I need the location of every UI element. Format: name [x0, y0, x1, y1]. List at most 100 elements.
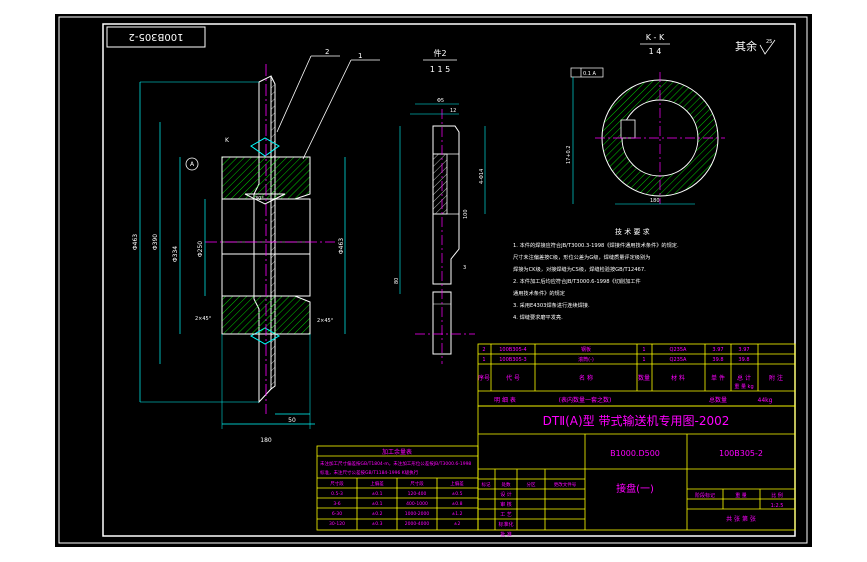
tech-req-title: 技 术 要 求	[615, 227, 650, 236]
sheet-label: 共 张 第 张	[726, 515, 756, 523]
revision-label: 处数	[502, 481, 511, 488]
drawing-number: 100B305-2	[719, 449, 763, 458]
technical-requirements: 技 术 要 求 1. 本件的焊接应符合JB/T3000.3-1998《焊接件通用…	[513, 227, 679, 321]
role-label: 标准化	[498, 521, 513, 528]
tech-req-line: 尺寸未注偏差按C级，形位公差为G级，焊缝质量评定级别为	[513, 253, 650, 261]
dim-hub-diameter: Φ390	[152, 234, 159, 250]
scale-value: 1:2.5	[771, 503, 784, 509]
roughness-value: 25	[766, 39, 772, 45]
tolerance-cell: 1000-2000	[405, 511, 430, 517]
bom-cell: 1	[642, 347, 645, 353]
dim-bore-diameter: Φ250	[197, 241, 204, 257]
tolerance-note-line: 未注加工尺寸偏差按GB/T1804-m，未注加工形位公差按JB/T3000.6-…	[320, 460, 471, 467]
title-block[interactable]	[477, 405, 796, 531]
bom-header-cell: 附 注	[769, 374, 783, 382]
tolerance-header-cell: 尺寸段	[330, 480, 344, 487]
bom-note: 44kg	[758, 397, 773, 404]
part-name: 接盘(一)	[616, 482, 654, 495]
dim-chamfer-left: 2×45°	[195, 316, 212, 322]
bom-note: 明 细 表	[494, 396, 516, 404]
spec-code: B1000.D500	[610, 449, 660, 458]
dim-chamfer-right: 2×45°	[317, 318, 334, 324]
role-label: 批 准	[500, 531, 512, 538]
svg-text:100B305-2: 100B305-2	[128, 31, 183, 42]
bom-cell: 1	[642, 357, 645, 363]
bom-cell: 39.8	[738, 357, 749, 363]
title-block-text: DTⅡ(A)型 带式输送机专用图-2002 B1000.D500 100B305…	[482, 413, 784, 538]
bom-cell: 39.8	[712, 357, 723, 363]
section-label-top: K - K	[646, 33, 665, 42]
tolerance-cell: 400-1000	[406, 501, 428, 507]
bom-header-cell: 序号	[478, 374, 490, 382]
tolerance-note-line: 标准，未注尺寸公差按GB/T1184-1996 K级执行	[320, 469, 419, 476]
callout-part-2: 2	[325, 48, 329, 56]
det-dim-weld: 3	[463, 265, 466, 271]
revision-label: 标记	[482, 481, 491, 488]
tolerance-cell: ±0.1	[372, 501, 383, 507]
det-dim-c: 12	[450, 108, 456, 114]
kk-dim-keyway-w: 180	[650, 198, 660, 204]
tolerance-header-cell: 尺寸段	[410, 480, 424, 487]
revision-label: 分区	[527, 481, 536, 488]
svg-text:A: A	[190, 161, 195, 168]
det-dim-b: 4-Φ14	[479, 169, 485, 184]
tolerance-table[interactable]	[316, 445, 479, 531]
bom-cell: 100B305-3	[499, 357, 527, 363]
bom-cell: Q235A	[670, 357, 687, 363]
section-kk-view[interactable]: K - K 1 4 0.1 A 17+0.2 180 其余 25	[566, 33, 776, 205]
bom-cell: 3.97	[712, 347, 723, 353]
tolerance-table-text: 加工余量表 未注加工尺寸偏差按GB/T1804-m，未注加工形位公差按JB/T3…	[320, 448, 471, 527]
main-section-view[interactable]: Φ463 Φ390 Φ334 Φ250 Φ463 180 50 2×45° 2×…	[132, 48, 380, 444]
weight-label: 重 量	[735, 492, 747, 499]
role-label: 设 计	[500, 491, 512, 498]
bom-header-cell: 代 号	[506, 374, 520, 382]
tolerance-cell: ±0.2	[372, 511, 383, 517]
tech-req-line: 1. 本件的焊接应符合JB/T3000.3-1998《焊接件通用技术条件》的规定…	[513, 241, 679, 249]
tolerance-cell: 30-120	[329, 521, 345, 527]
detail-view-part2[interactable]: 件2 1 1 5 Φ5 12 4-Φ14 80 100 3	[394, 48, 486, 364]
tolerance-header-cell: 上偏差	[370, 480, 384, 487]
tolerance-cell: 120-400	[408, 491, 427, 497]
dim-angle: 30°	[255, 196, 264, 202]
dim-pitch-diameter: Φ334	[172, 246, 179, 262]
dim-right-diameter: Φ463	[338, 238, 345, 254]
bom-note: (表内数量一套之数)	[559, 396, 612, 404]
detail-label-bottom: 1 1 5	[430, 65, 450, 74]
bom-note: 总数量	[709, 396, 727, 404]
cad-viewport[interactable]: 100B305-2 Φ463 Φ390	[55, 14, 812, 547]
tolerance-cell: ±1.2	[452, 511, 463, 517]
scale-label: 比 例	[771, 492, 783, 499]
tolerance-cell: 3-6	[333, 501, 340, 507]
cad-drawing-canvas[interactable]: 100B305-2 Φ463 Φ390	[55, 14, 812, 547]
bom-cell: 钢板	[581, 346, 591, 353]
section-label-bottom: 1 4	[649, 47, 662, 56]
det-dim-a: Φ5	[437, 98, 444, 104]
tech-req-line: 3. 采用E4303焊条进行连续焊接.	[513, 301, 590, 309]
tolerance-cell: ±0.1	[372, 491, 383, 497]
tolerance-frame: 0.1 A	[583, 71, 597, 77]
tech-req-line: 4. 焊缝要求磨平发亮.	[513, 313, 563, 321]
main-title: DTⅡ(A)型 带式输送机专用图-2002	[543, 413, 730, 428]
kk-dim-keyway-h: 17+0.2	[566, 145, 572, 164]
bom-cell: 3.97	[738, 347, 749, 353]
dim-outer-diameter: Φ463	[132, 234, 139, 250]
tolerance-cell: ±2	[454, 521, 461, 527]
bom-header-cell: 材 料	[671, 374, 685, 382]
tolerance-cell: 0.5-3	[331, 491, 343, 497]
bom-cell: 1	[482, 357, 485, 363]
det-dim-d: 80	[394, 278, 400, 284]
tolerance-title: 加工余量表	[382, 448, 412, 456]
tech-req-line: 2. 本件加工后均应符合JB/T3000.6-1998《切削加工件	[513, 277, 641, 285]
tech-req-line: 焊接为CK级，对接焊缝为CS级，焊缝检验按GB/T12467.	[513, 265, 646, 273]
bom-header-cell: 总 计	[737, 374, 751, 382]
corner-drawing-number: 100B305-2	[106, 26, 206, 48]
drawing-frame-outer	[58, 16, 808, 544]
tolerance-header-cell: 上偏差	[450, 480, 464, 487]
stage-label: 阶段标记	[695, 492, 715, 499]
dim-total-length: 180	[260, 437, 272, 444]
tech-req-line: 通用技术条件》的规定	[513, 289, 565, 297]
bom-cell: 100B305-4	[499, 347, 527, 353]
bom-cell: 滚筒(-)	[578, 356, 594, 363]
det-dim-e: 100	[463, 209, 469, 219]
